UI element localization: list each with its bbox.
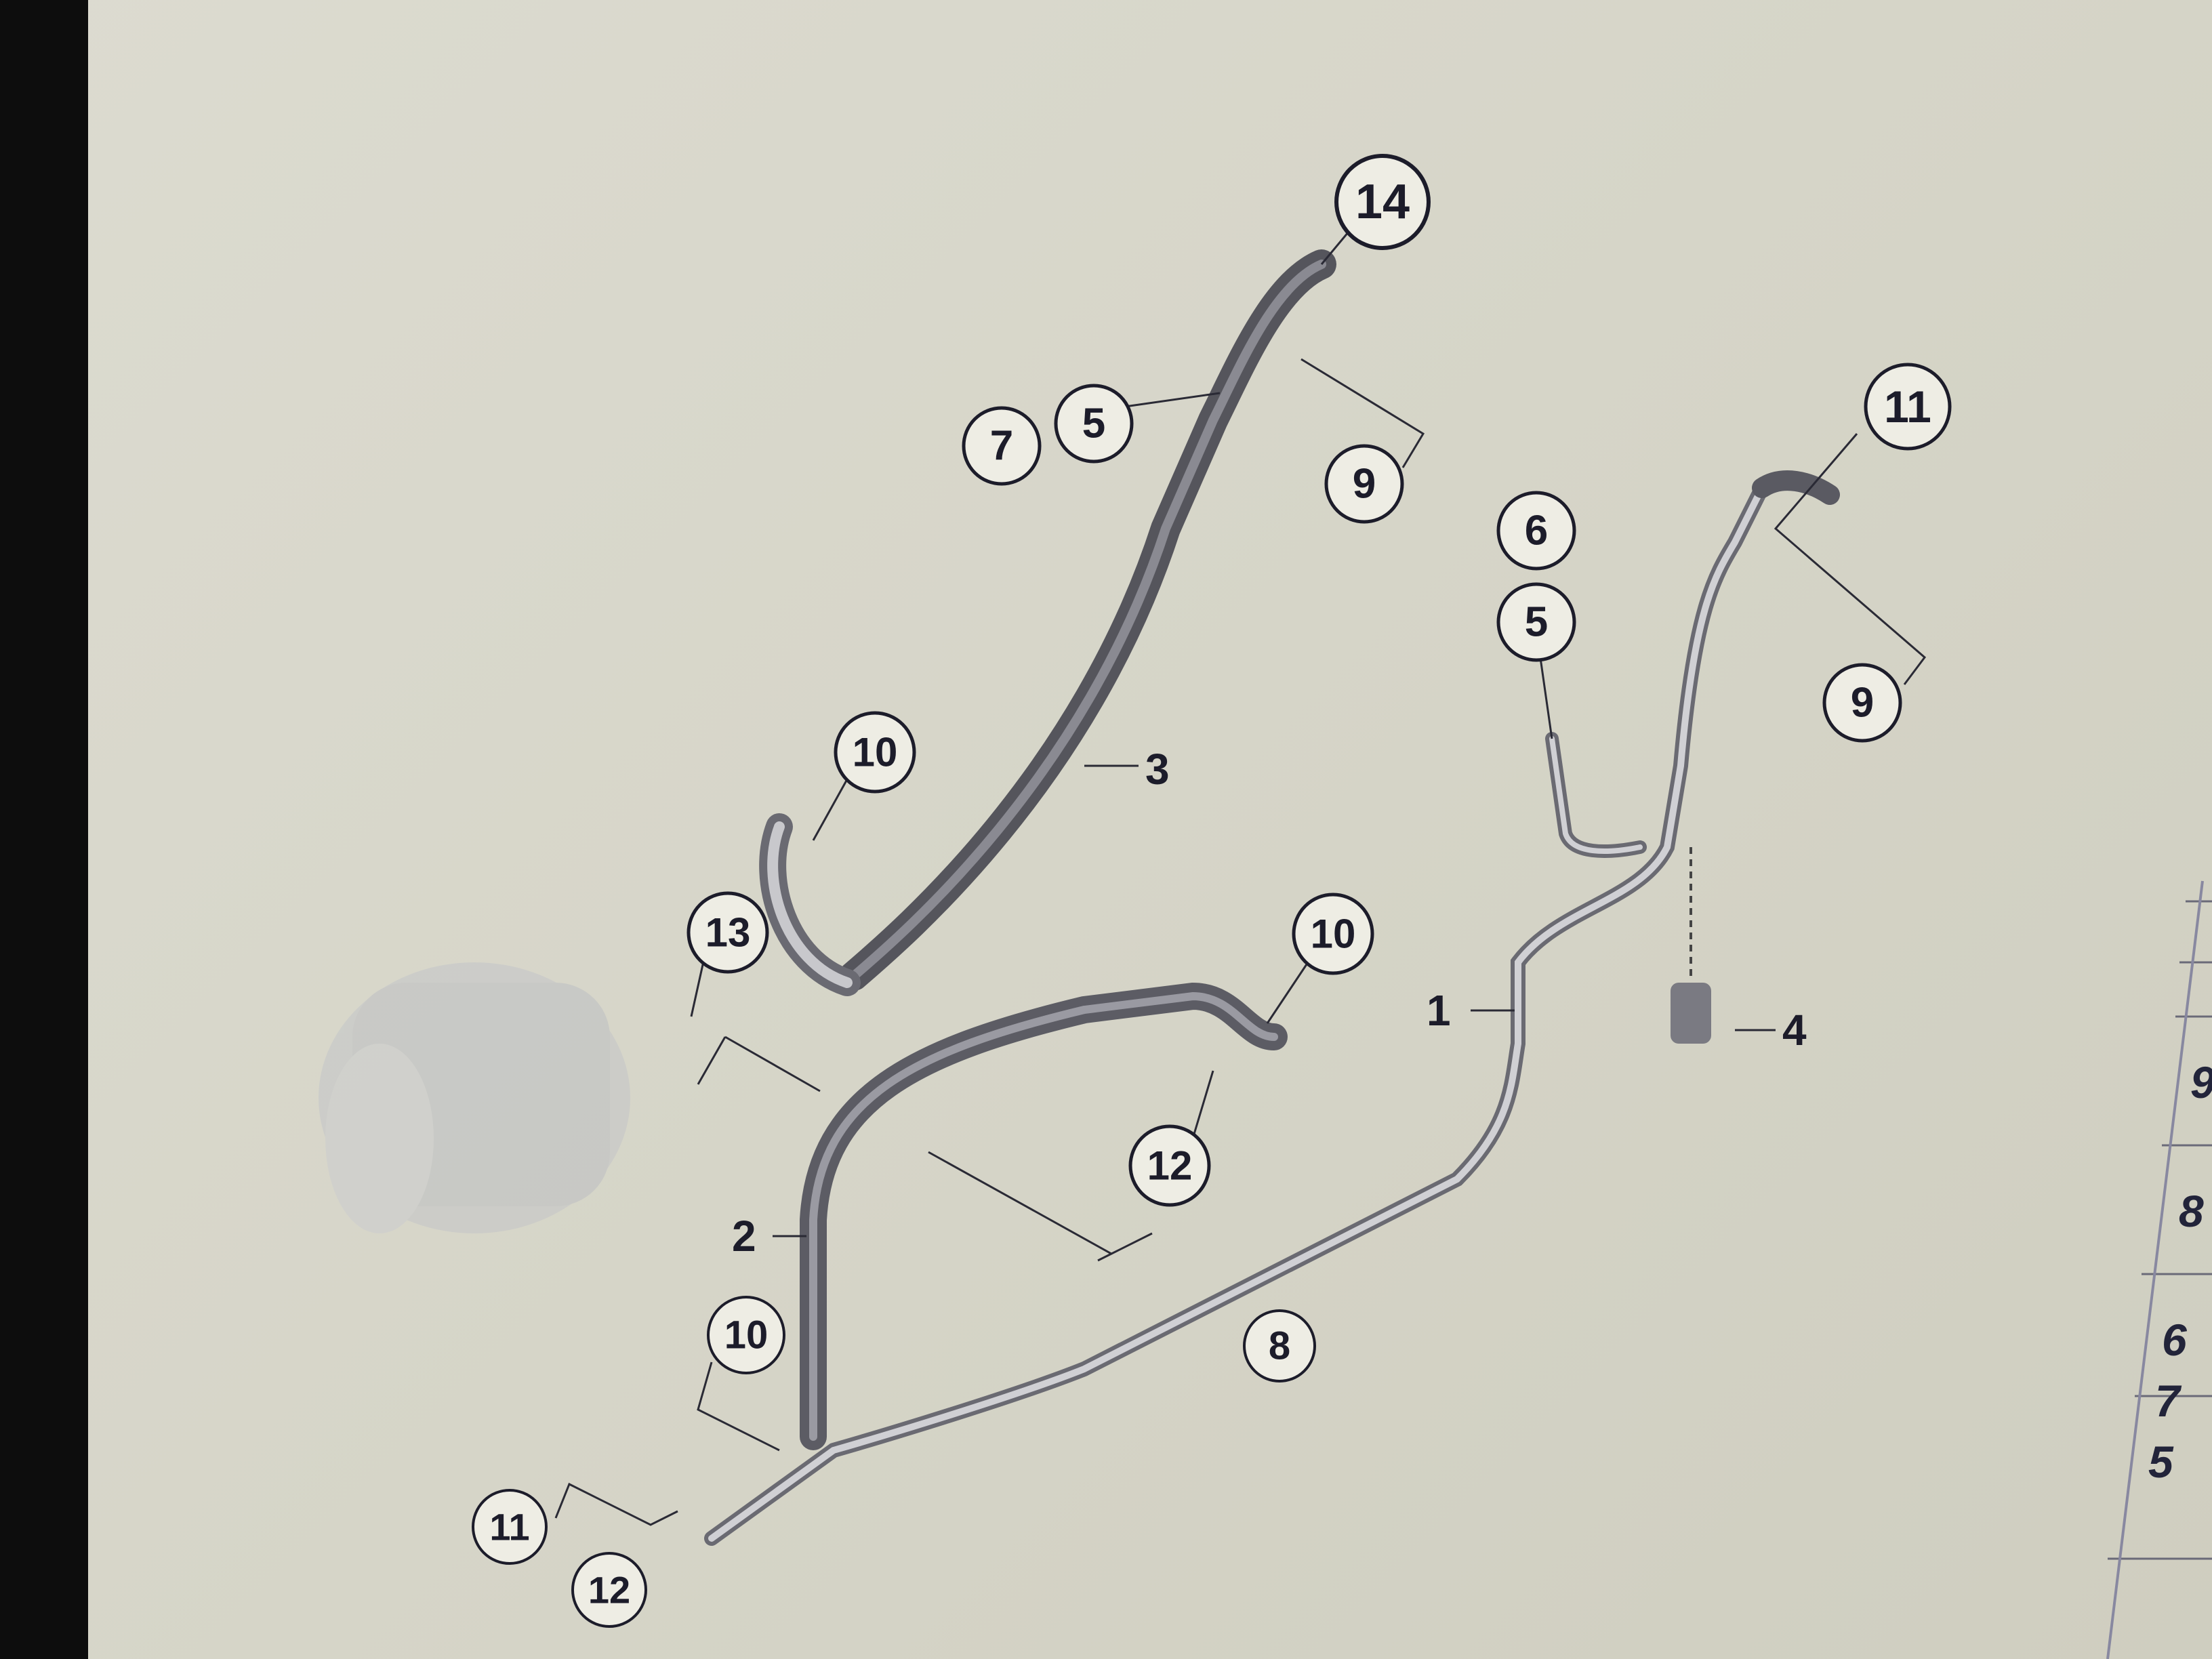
callout-label: 10 xyxy=(724,1313,769,1357)
callout-11: 11 xyxy=(1864,363,1952,451)
valve-4 xyxy=(1671,847,1711,1044)
side-parts-table: 9 8 6 7 5 xyxy=(2106,880,2212,1659)
callout-9: 9 xyxy=(1324,444,1404,524)
callout-5: 5 xyxy=(1054,384,1134,464)
hose-3 xyxy=(759,249,1336,996)
callout-label: 14 xyxy=(1355,175,1410,229)
compressor-ghost xyxy=(319,962,630,1233)
callout-label: 9 xyxy=(2190,1057,2212,1107)
plain-labels: 3 1 4 2 xyxy=(732,745,1807,1261)
hose-2 xyxy=(800,982,1288,1450)
callouts: 14 7 5 9 11 6 5 9 10 13 10 12 10 8 11 12 xyxy=(472,154,1952,1628)
callout-label: 10 xyxy=(853,730,898,775)
callout-12: 12 xyxy=(1128,1124,1211,1207)
callout-label: 12 xyxy=(588,1569,630,1612)
callout-label: 8 xyxy=(2179,1186,2204,1236)
label-4: 4 xyxy=(1782,1006,1807,1054)
callout-label: 11 xyxy=(489,1506,529,1549)
callout-label: 7 xyxy=(990,423,1013,470)
label-2: 2 xyxy=(732,1212,756,1261)
callout-label: 13 xyxy=(705,910,751,956)
label-1: 1 xyxy=(1427,986,1451,1035)
callout-9b: 9 xyxy=(1822,663,1902,743)
callout-10c: 10 xyxy=(707,1296,785,1374)
callout-5b: 5 xyxy=(1496,582,1576,662)
callout-label: 7 xyxy=(2155,1376,2182,1426)
callout-label: 11 xyxy=(1884,382,1931,432)
callout-label: 12 xyxy=(1147,1143,1193,1189)
callout-8: 8 xyxy=(1243,1309,1316,1382)
callout-label: 5 xyxy=(1525,599,1548,646)
callout-10b: 10 xyxy=(1292,893,1374,975)
callout-7: 7 xyxy=(962,406,1042,486)
label-3: 3 xyxy=(1145,745,1170,794)
pipe-8-and-1 xyxy=(704,470,1840,1546)
callout-label: 6 xyxy=(1525,508,1548,554)
callout-6: 6 xyxy=(1496,491,1576,571)
callout-label: 9 xyxy=(1353,461,1376,508)
callout-12b: 12 xyxy=(571,1552,647,1628)
callout-label: 9 xyxy=(1851,680,1874,726)
callout-10: 10 xyxy=(834,711,916,794)
callout-label: 5 xyxy=(1082,401,1105,447)
monitor-bezel xyxy=(0,0,88,1659)
callout-label: 8 xyxy=(1269,1324,1290,1368)
callout-13: 13 xyxy=(687,891,769,974)
callout-label: 5 xyxy=(2148,1437,2174,1487)
callout-11b: 11 xyxy=(472,1489,548,1565)
callout-label: 6 xyxy=(2162,1315,2188,1365)
callout-14: 14 xyxy=(1334,154,1431,250)
callout-label: 10 xyxy=(1311,912,1356,957)
